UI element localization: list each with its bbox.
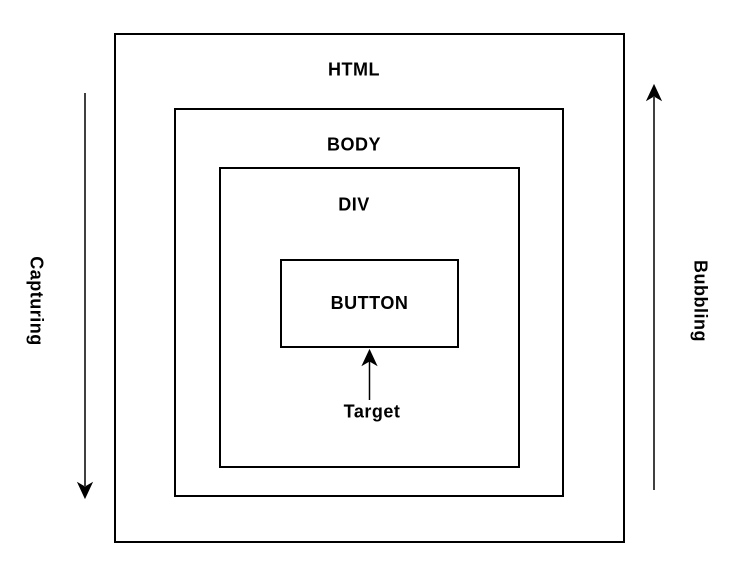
bubbling-arrow xyxy=(645,83,663,490)
html-label: HTML xyxy=(328,59,380,80)
body-box: BODY DIV BUTTON xyxy=(174,108,564,497)
div-label: DIV xyxy=(338,194,370,215)
body-label: BODY xyxy=(326,134,382,155)
div-box: DIV BUTTON xyxy=(219,167,520,468)
button-label: BUTTON xyxy=(330,293,409,313)
capturing-label: Capturing xyxy=(26,256,47,346)
bubbling-label: Bubbling xyxy=(690,260,711,342)
html-box: HTML BODY DIV BUTTON xyxy=(114,33,625,543)
target-label: Target xyxy=(343,401,401,422)
capturing-arrow xyxy=(76,93,94,500)
button-box: BUTTON xyxy=(280,259,459,348)
